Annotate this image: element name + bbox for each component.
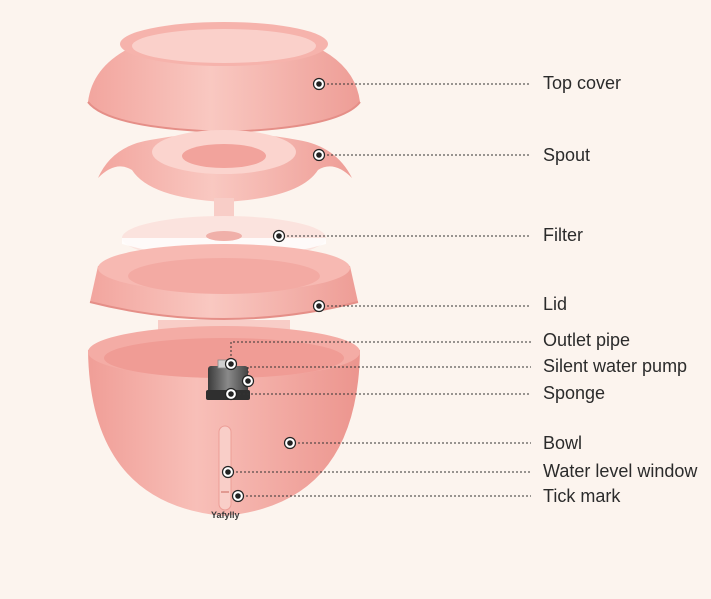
label-water-level-window: Water level window [543,462,697,480]
label-top-cover: Top cover [543,74,621,92]
spout-part [98,130,352,202]
spout-marker-core [316,152,322,158]
bowl-marker-core [287,440,293,446]
label-lid: Lid [543,295,567,313]
top-cover-part [88,22,360,132]
sponge-marker-core [228,391,234,397]
brand-logo: Yafylly [211,510,240,520]
label-tick-mark: Tick mark [543,487,620,505]
label-outlet-pipe: Outlet pipe [543,331,630,349]
spout-leader [314,150,532,161]
lid-marker-core [316,303,322,309]
silent-water-pump-marker-core [245,378,251,384]
water-level-window-marker-core [225,469,231,475]
label-silent-water-pump: Silent water pump [543,357,687,375]
label-spout: Spout [543,146,590,164]
bowl-part [88,326,360,516]
label-filter: Filter [543,226,583,244]
outlet-pipe-marker-core [228,361,234,367]
label-bowl: Bowl [543,434,582,452]
label-sponge: Sponge [543,384,605,402]
top-cover-marker-core [316,81,322,87]
filter-marker-core [276,233,282,239]
tick-mark-marker-core [235,493,241,499]
